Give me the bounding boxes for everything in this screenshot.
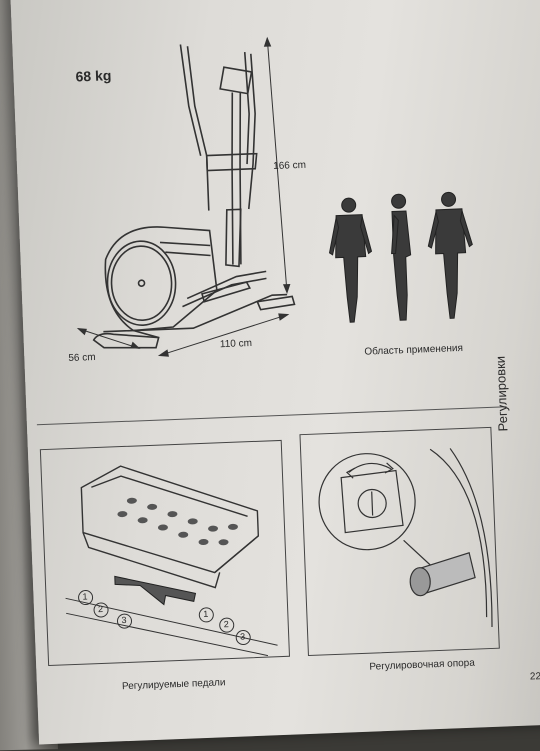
back-figure xyxy=(427,191,473,319)
section-divider xyxy=(36,406,507,426)
pedal-position-2: 2 xyxy=(97,603,104,615)
width-label: 56 cm xyxy=(68,351,96,365)
height-label: 166 cm xyxy=(272,159,307,173)
page-number: 22 xyxy=(529,671,540,683)
support-drawing xyxy=(318,448,493,627)
pedal-position-2b: 2 xyxy=(223,619,229,630)
side-figure xyxy=(391,193,412,321)
manual-page: 68 kg xyxy=(10,0,540,745)
pedal-drawing xyxy=(65,465,278,657)
pedal-position-1: 1 xyxy=(82,591,88,602)
support-caption: Регулировочная опора xyxy=(369,657,476,673)
pedal-position-3b: 3 xyxy=(239,631,246,642)
muscle-caption: Область применения xyxy=(364,342,464,358)
pedals-caption: Регулируемые педали xyxy=(121,677,226,693)
section-title: Регулировки xyxy=(492,355,511,432)
elliptical-trainer-drawing xyxy=(76,36,296,357)
front-figure xyxy=(328,197,373,323)
length-label: 110 cm xyxy=(219,337,253,351)
pedal-position-3: 3 xyxy=(121,615,127,626)
pedal-position-1b: 1 xyxy=(203,608,209,620)
muscle-diagram xyxy=(328,191,473,323)
